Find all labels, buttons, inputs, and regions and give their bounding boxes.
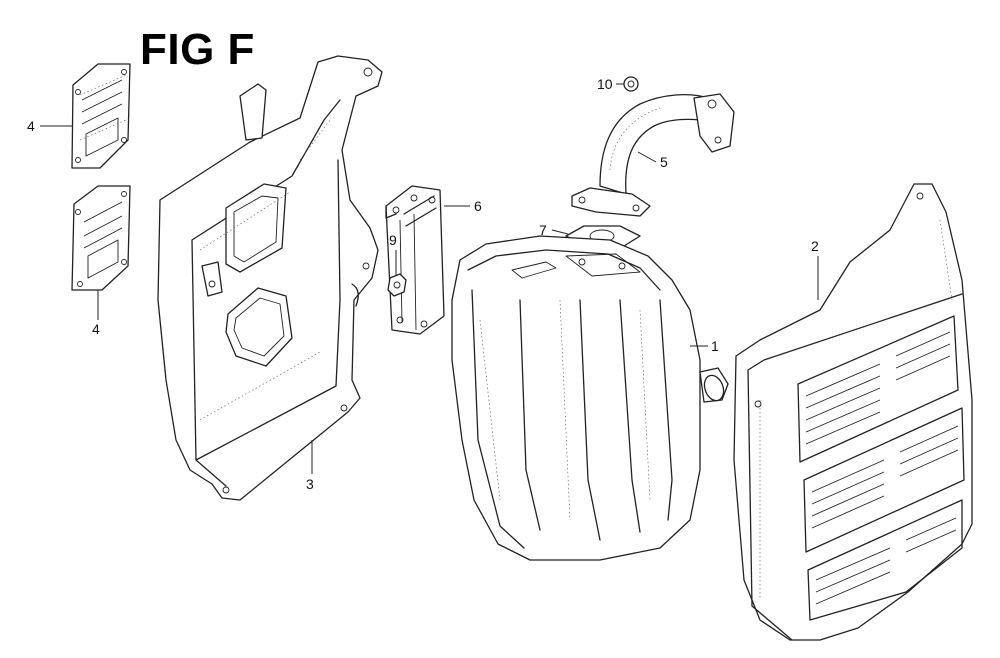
callout-4-upper: 4: [27, 118, 35, 134]
callout-6: 6: [474, 198, 482, 214]
part-4-upper-plate: [71, 63, 131, 169]
louver-panel-bottom: [807, 499, 963, 621]
callout-7: 7: [539, 222, 547, 238]
part-9-nut: [387, 273, 407, 297]
callout-2: 2: [811, 238, 819, 254]
callout-9: 9: [389, 232, 397, 248]
callout-5: 5: [660, 154, 668, 170]
part-5-exhaust-pipe: [571, 93, 735, 217]
part-3-muffler-protector: [157, 55, 383, 501]
part-6-bracket: [385, 185, 445, 335]
callout-4-lower: 4: [92, 321, 100, 337]
part-10-nut: [623, 76, 639, 92]
callout-1: 1: [711, 338, 719, 354]
callout-3: 3: [306, 476, 314, 492]
louver-panel-middle: [803, 407, 965, 553]
louver-panel-top: [797, 315, 959, 463]
figure-title: FIG F: [140, 25, 255, 74]
callout-10: 10: [597, 76, 613, 92]
part-4-lower-plate: [71, 185, 131, 291]
part-1-muffler: [451, 235, 729, 561]
leader-lines: [40, 83, 819, 474]
part-2-muffler-cover: [733, 183, 973, 641]
